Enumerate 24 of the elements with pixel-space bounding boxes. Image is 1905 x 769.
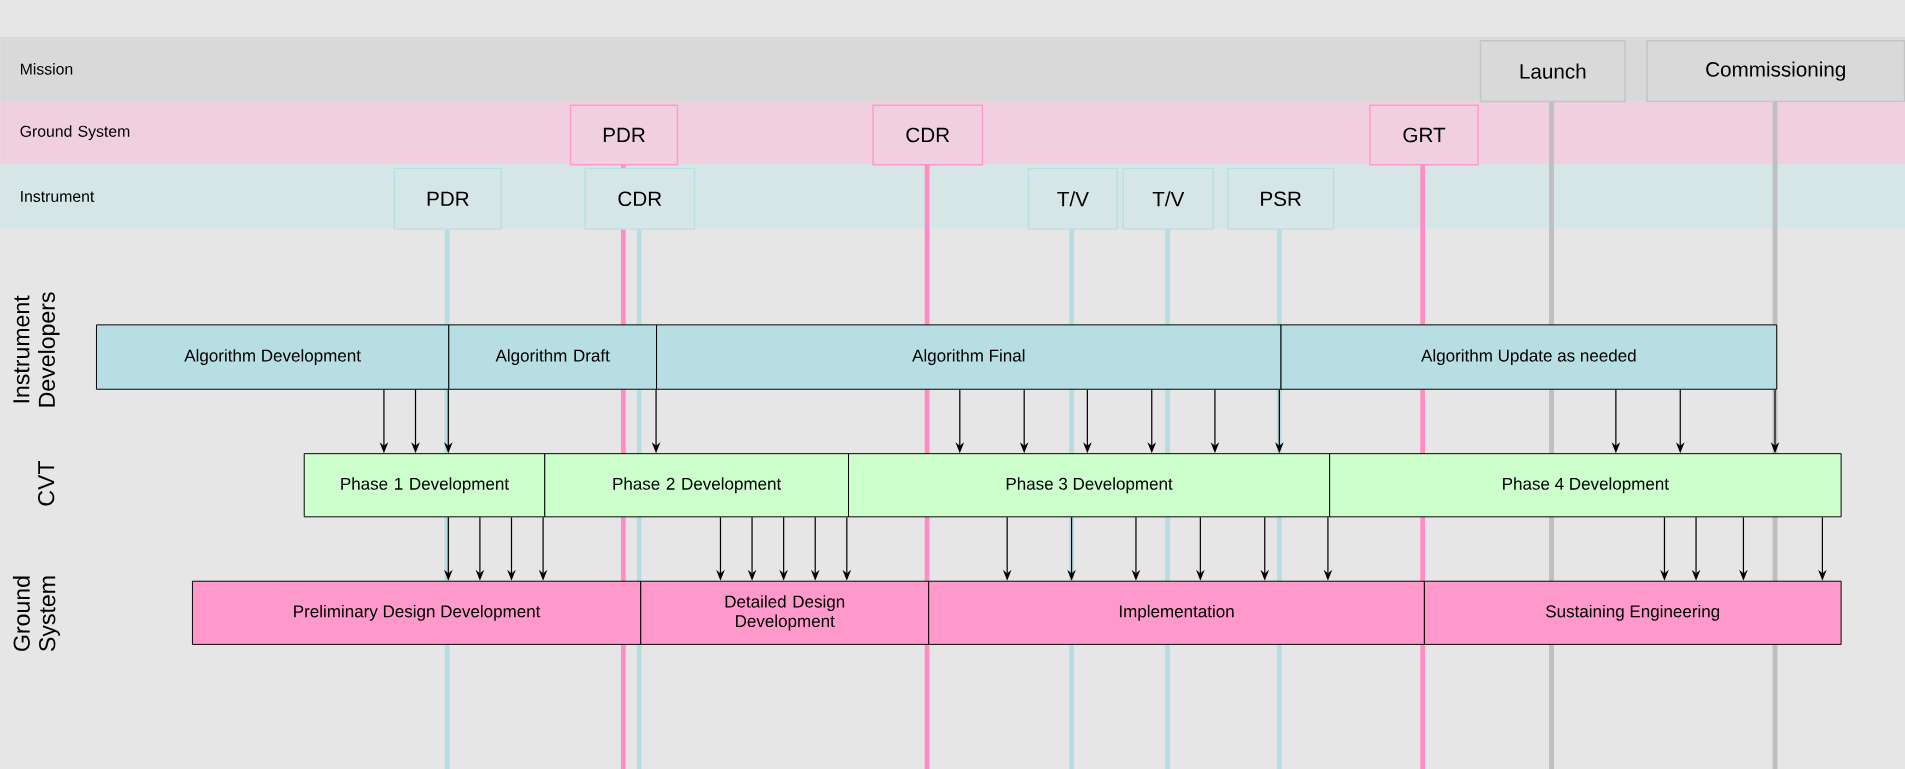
row-label: Instrument Developers <box>13 292 60 407</box>
task-bar: Algorithm Development <box>96 324 450 390</box>
task-bar: Implementation <box>928 580 1425 645</box>
task-bar: Algorithm Draft <box>448 324 658 390</box>
milestone-box: PDR <box>569 104 679 166</box>
milestone-box: PDR <box>393 167 503 230</box>
task-bar: Preliminary Design Development <box>191 580 642 645</box>
milestone-box: Commissioning <box>1646 40 1905 103</box>
row-label: Ground System <box>12 576 60 651</box>
milestone-box: PSR <box>1227 167 1335 230</box>
task-bar: Phase 2 Development <box>544 453 849 518</box>
task-bar: Detailed Design Development <box>640 580 930 645</box>
task-bar: Phase 4 Development <box>1329 453 1842 518</box>
milestone-box: GRT <box>1369 104 1479 166</box>
milestone-box: T/V <box>1027 167 1118 230</box>
task-bar: Sustaining Engineering <box>1423 580 1842 645</box>
task-bar: Phase 1 Development <box>303 453 546 518</box>
milestone-box: Launch <box>1479 40 1626 103</box>
row-label: CVT <box>38 461 55 506</box>
milestone-box: CDR <box>584 167 696 230</box>
milestone-box: T/V <box>1122 167 1214 230</box>
task-bar: Phase 3 Development <box>848 453 1331 518</box>
task-bar: Algorithm Update as needed <box>1280 324 1778 390</box>
milestone-box: CDR <box>872 104 984 166</box>
